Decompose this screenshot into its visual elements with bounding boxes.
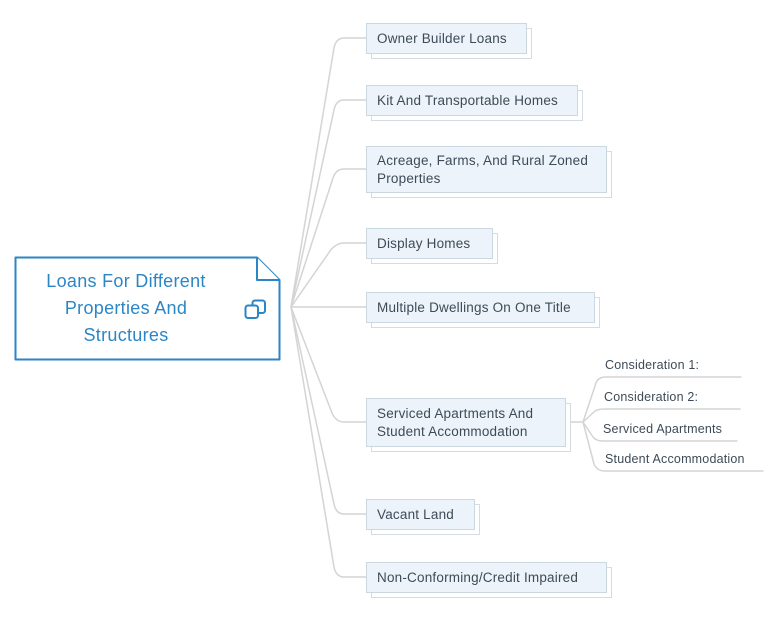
connector-kit-homes <box>290 99 367 308</box>
node-display-homes[interactable]: Display Homes <box>366 228 493 259</box>
subnode-consideration-1[interactable]: Consideration 1: <box>605 358 700 372</box>
connector-consideration-2 <box>582 408 741 423</box>
node-label: Display Homes <box>377 235 471 251</box>
node-multiple-dwellings-one-title[interactable]: Multiple Dwellings On One Title <box>366 292 595 323</box>
node-label: Owner Builder Loans <box>377 30 507 46</box>
root-node[interactable]: Loans For Different Properties And Struc… <box>14 256 281 361</box>
connector-serviced-apartments <box>290 306 367 423</box>
connector-vacant-land <box>290 306 367 515</box>
node-label: Multiple Dwellings On One Title <box>377 299 571 315</box>
subnode-student-accommodation[interactable]: Student Accommodation <box>605 452 745 466</box>
node-owner-builder-loans[interactable]: Owner Builder Loans <box>366 23 527 54</box>
connector-student-accom <box>582 421 764 472</box>
node-label: Non-Conforming/Credit Impaired <box>377 569 579 585</box>
node-serviced-apartments-student-accommodation[interactable]: Serviced Apartments And Student Accommod… <box>366 398 566 447</box>
subnode-serviced-apartments[interactable]: Serviced Apartments <box>603 422 723 436</box>
node-acreage-farms-rural[interactable]: Acreage, Farms, And Rural Zoned Properti… <box>366 146 607 193</box>
connector-display-homes <box>290 242 367 308</box>
node-kit-and-transportable-homes[interactable]: Kit And Transportable Homes <box>366 85 578 116</box>
node-label: Kit And Transportable Homes <box>377 92 558 108</box>
node-vacant-land[interactable]: Vacant Land <box>366 499 475 530</box>
root-node-outline <box>14 256 281 361</box>
connector-owner-builder <box>290 37 367 308</box>
node-label: Vacant Land <box>377 506 455 522</box>
connector-consideration-1 <box>582 376 742 423</box>
connector-serviced-apts-sub <box>582 421 738 442</box>
connector-non-conforming <box>290 306 367 578</box>
node-non-conforming-credit-impaired[interactable]: Non-Conforming/Credit Impaired <box>366 562 607 593</box>
connector-acreage <box>290 168 367 308</box>
subnode-consideration-2[interactable]: Consideration 2: <box>604 390 699 404</box>
root-node-title: Loans For Different Properties And Struc… <box>46 271 206 345</box>
node-label: Serviced Apartments And Student Accommod… <box>377 405 534 439</box>
node-label: Acreage, Farms, And Rural Zoned Properti… <box>377 152 589 186</box>
copy-icon[interactable] <box>244 299 267 320</box>
